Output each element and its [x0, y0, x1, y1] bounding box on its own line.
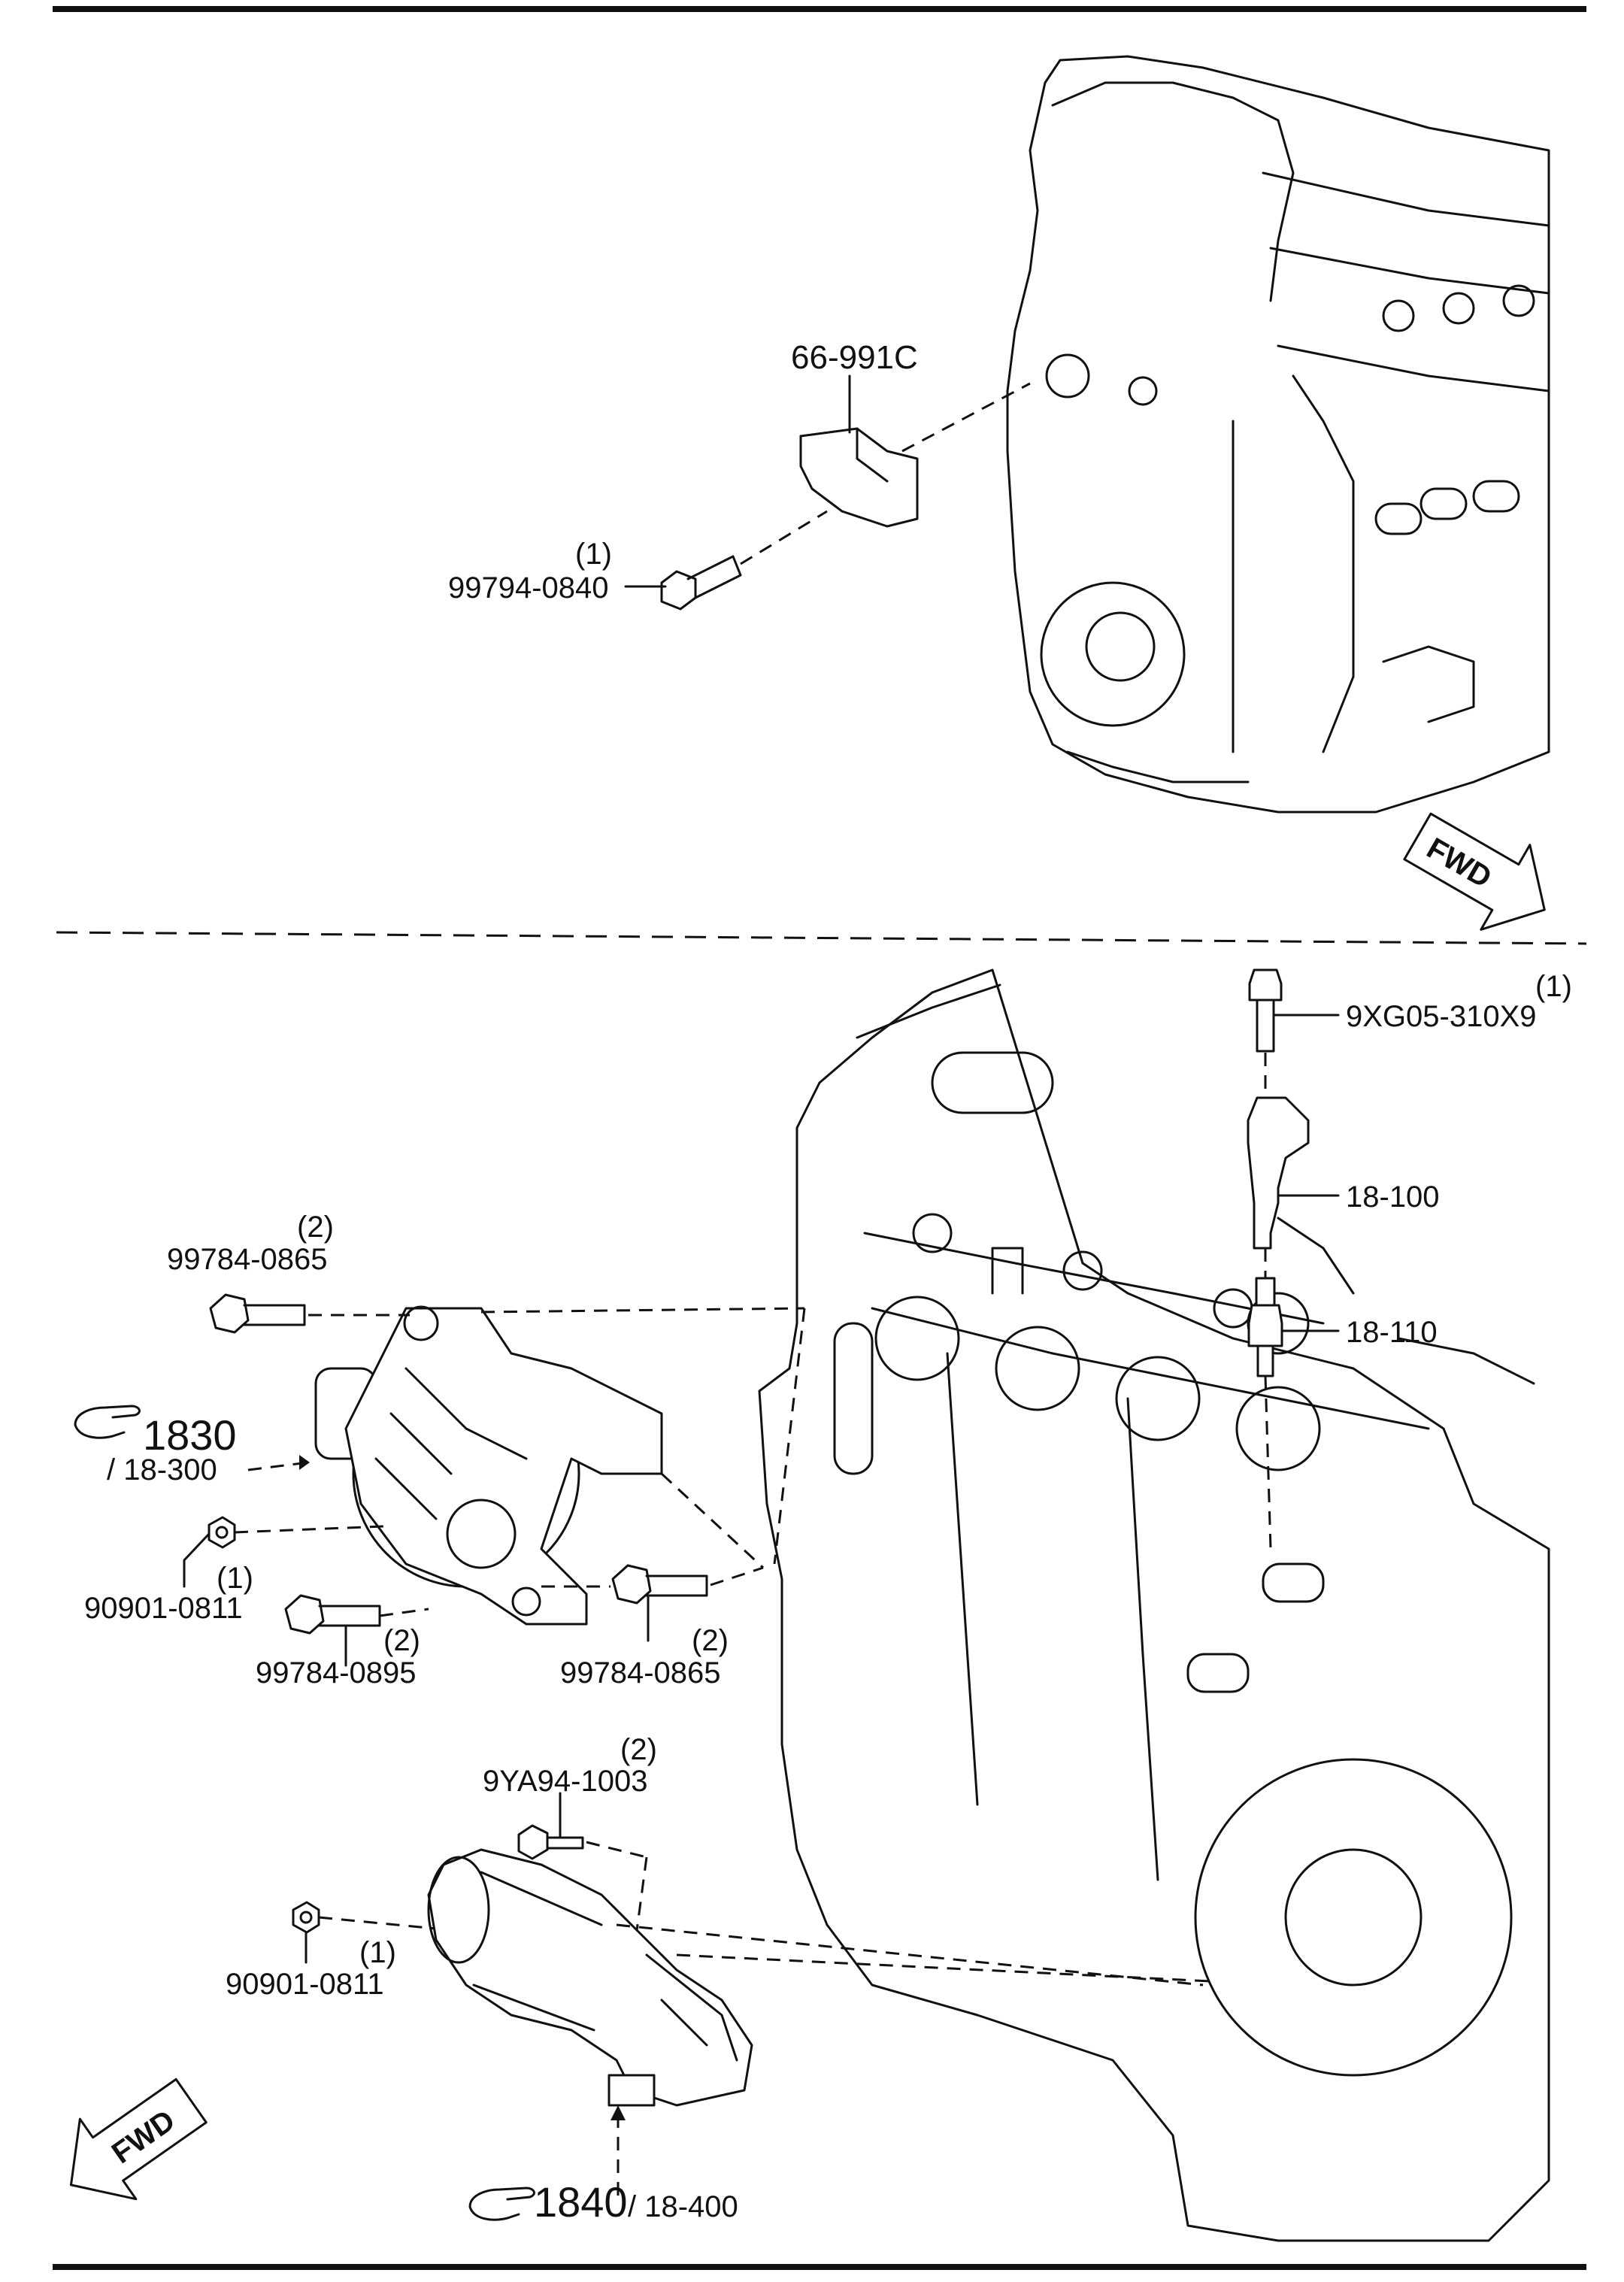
fwd-arrow-icon: FWD	[69, 2077, 208, 2201]
starter-bolt[interactable]	[517, 1792, 584, 1860]
engine-front-view	[1006, 55, 1550, 814]
coil-bolt-qty-label: (1)	[1535, 970, 1572, 1003]
pointing-hand-icon	[468, 2187, 535, 2221]
sensor-bracket[interactable]	[799, 374, 919, 528]
alt-nut-qty-label: (1)	[217, 1562, 253, 1595]
alt-nut-label: 90901-0811	[84, 1592, 243, 1625]
sensor-bolt[interactable]	[624, 555, 742, 611]
spark-plug[interactable]	[1247, 1277, 1340, 1377]
starter-ref-part-label: / 18-400	[628, 2190, 738, 2223]
alt-bolt-right-label: 99784-0865	[560, 1656, 721, 1690]
starter-motor[interactable]	[427, 1848, 753, 2107]
alt-bolt-bottom-qty-label: (2)	[383, 1624, 420, 1657]
spark-plug-label: 18-110	[1346, 1316, 1438, 1349]
coil-bolt[interactable]	[1248, 968, 1340, 1053]
engine-block-view	[758, 968, 1550, 2242]
alternator[interactable]	[314, 1305, 663, 1626]
starter-bolt-qty-label: (2)	[620, 1733, 657, 1766]
section-separator	[56, 931, 1587, 945]
pointing-hand-icon	[74, 1405, 141, 1439]
ignition-coil-label: 18-100	[1346, 1180, 1440, 1214]
alt-bolt-bottom[interactable]	[284, 1594, 381, 1667]
alt-bolt-right-qty-label: (2)	[692, 1624, 729, 1657]
alt-bolt-top[interactable]	[209, 1293, 306, 1334]
alt-bolt-top-qty-label: (2)	[297, 1211, 334, 1244]
fwd-arrow-icon: FWD	[1403, 812, 1546, 931]
starter-ref-num-label: 1840	[534, 2178, 628, 2226]
coil-bolt-label: 9XG05-310X9	[1346, 1000, 1537, 1033]
starter-nut-label: 90901-0811	[226, 1968, 384, 2001]
starter-bolt-label: 9YA94-1003	[483, 1765, 647, 1798]
alt-bolt-bottom-label: 99784-0895	[256, 1656, 417, 1690]
sensor-bolt-qty-label: (1)	[575, 538, 612, 571]
alt-nut[interactable]	[183, 1516, 236, 1588]
sensor-bracket-label: 66-991C	[791, 339, 918, 376]
alt-bolt-top-label: 99784-0865	[167, 1243, 328, 1276]
starter-nut[interactable]	[292, 1901, 320, 1964]
ignition-coil[interactable]	[1247, 1096, 1340, 1250]
alt-bolt-right[interactable]	[611, 1564, 708, 1642]
sensor-bolt-label: 99794-0840	[448, 571, 609, 605]
alt-ref-num-label: 1830	[143, 1411, 237, 1459]
starter-nut-qty-label: (1)	[359, 1936, 396, 1969]
alt-ref-part-label: / 18-300	[107, 1453, 217, 1486]
